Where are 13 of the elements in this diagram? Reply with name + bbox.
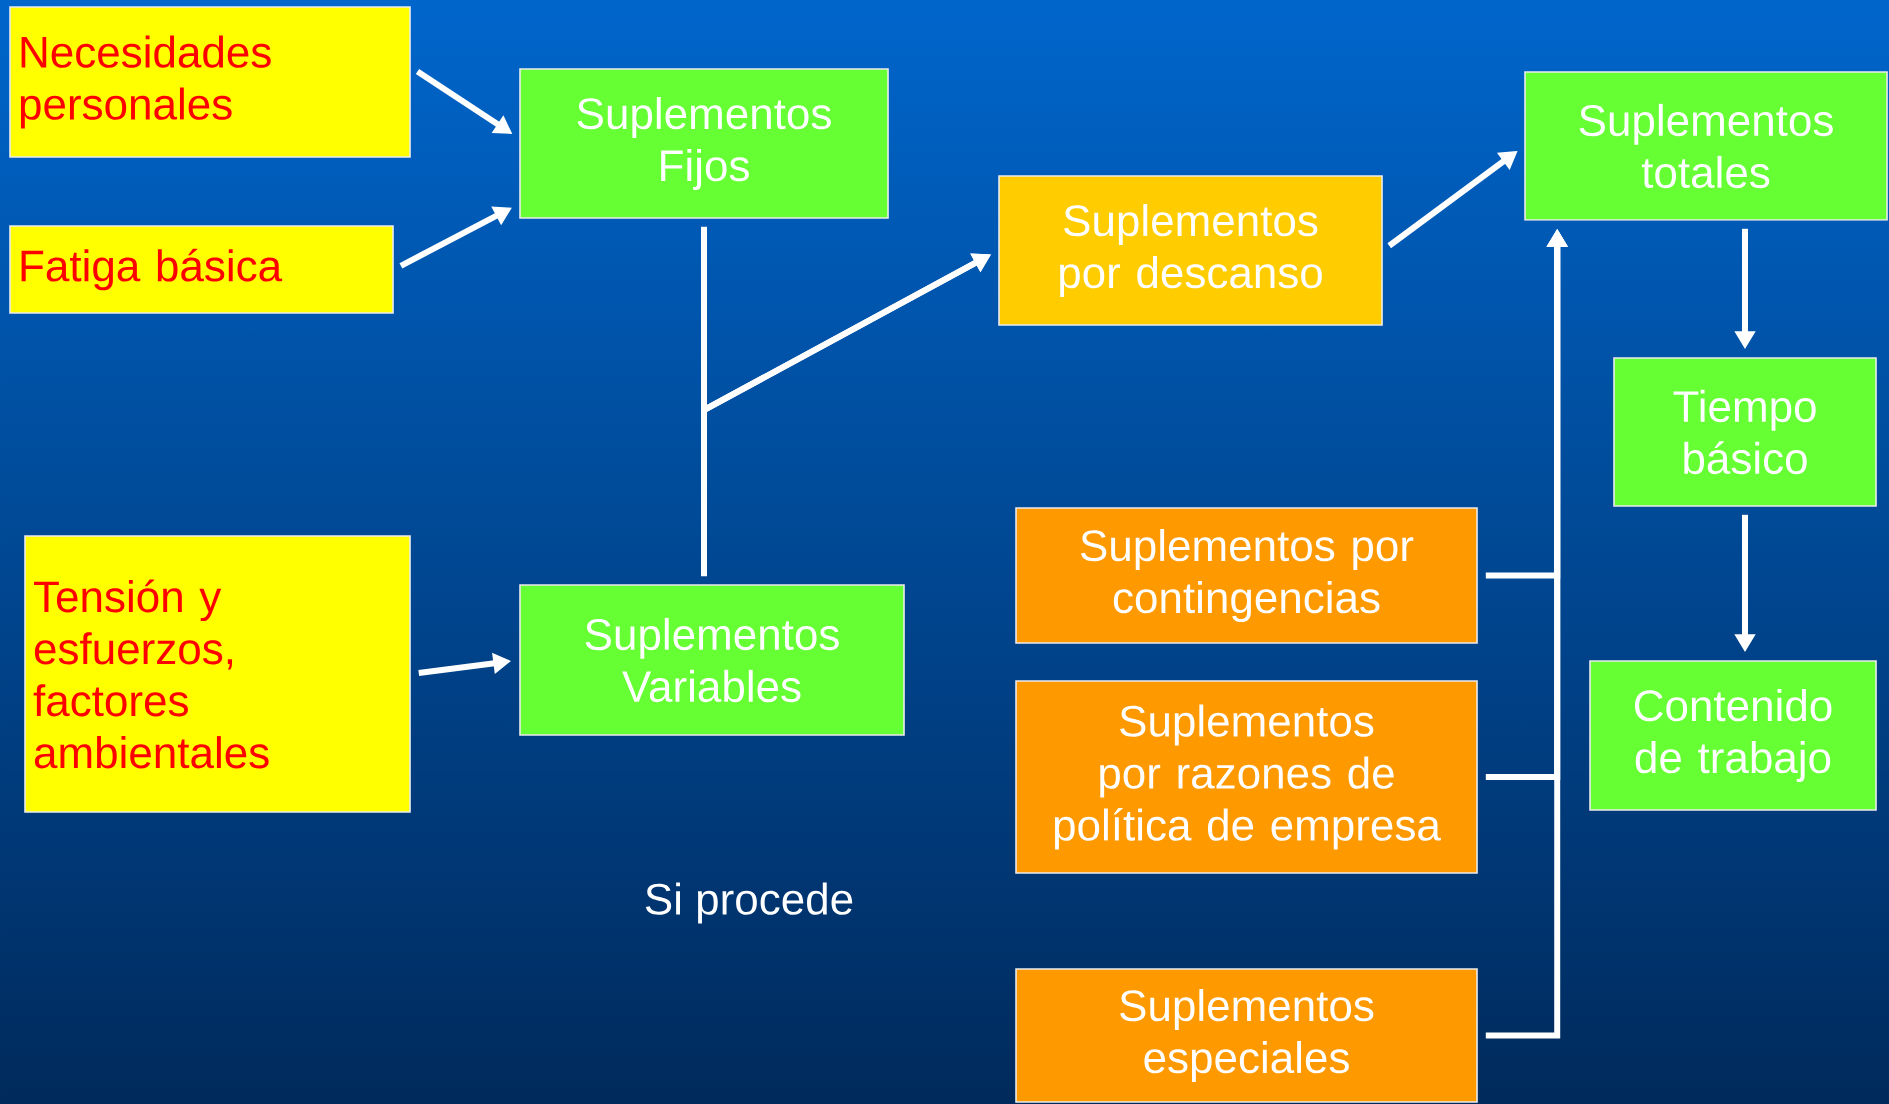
text-box: Suplementos por contingencias: [1015, 507, 1478, 644]
text-box: Suplementos por razones de política de empresa: [1015, 680, 1478, 874]
text-box: Fatiga básica: [9, 225, 394, 314]
text-box: Suplementos totales: [1524, 71, 1888, 221]
text-box: Contenido de trabajo: [1589, 660, 1877, 811]
text-box: Tiempo básico: [1613, 357, 1877, 507]
text-box: Suplementos por descanso: [998, 175, 1383, 326]
text-box: Necesidades personales: [9, 6, 411, 158]
text-box: Tensión y esfuerzos, factores ambientales: [24, 535, 411, 813]
text-box: Suplementos especiales: [1015, 968, 1478, 1103]
text-box: Suplementos Variables: [519, 584, 905, 736]
note-text: Si procede: [645, 882, 853, 924]
text-box: Suplementos Fijos: [519, 68, 889, 219]
